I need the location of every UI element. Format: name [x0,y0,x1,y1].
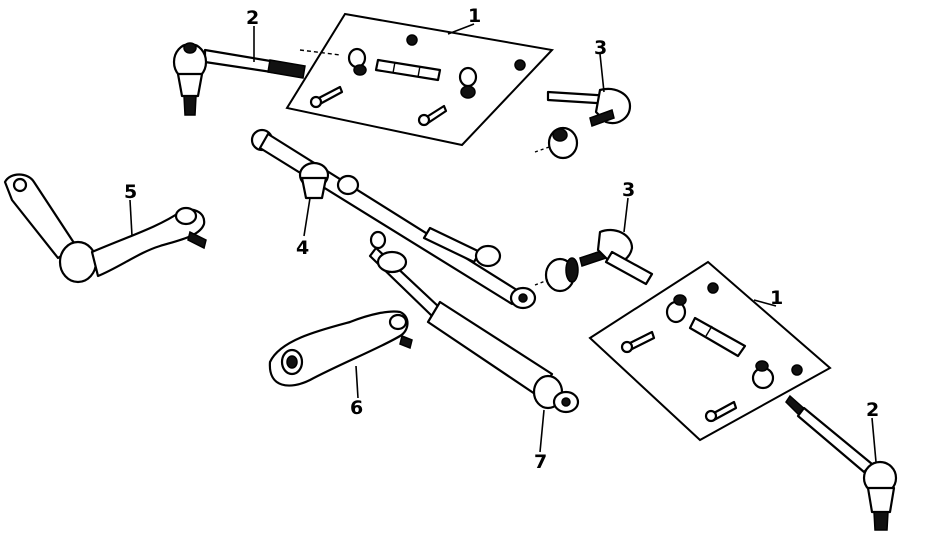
callout-2-top: 2 [246,7,259,29]
bolt-icon [309,85,344,109]
callout-labels: 1 2 3 3 4 5 6 7 1 2 [124,5,879,473]
bolt-icon [620,330,656,354]
bolt-icon [704,400,738,423]
callout-4: 4 [296,237,309,259]
idler-arm [3,173,207,284]
callout-3-top: 3 [594,37,607,59]
grommet-icon [544,257,579,293]
center-link [250,128,537,310]
bolt-icon [406,34,418,46]
hardware-kit-panel-top [285,12,555,147]
grommet-icon [547,126,579,160]
callout-5: 5 [124,181,137,203]
callout-2-bottom: 2 [866,399,879,421]
tie-rod-end-bottom-right [785,394,898,531]
callout-6: 6 [350,397,363,419]
callout-7: 7 [534,451,547,473]
castle-nut-icon [665,294,687,324]
steering-damper [368,230,580,414]
adjuster-sleeve-icon [688,316,747,358]
nut-icon [791,364,803,376]
hardware-kit-panel-bottom [588,260,832,442]
callout-1-bottom: 1 [770,287,783,309]
tie-rod-end-middle [534,228,654,293]
callout-1-top: 1 [468,5,481,27]
castle-nut-icon [751,360,775,390]
castle-nut-icon [347,47,367,76]
leader-lines [129,23,877,463]
castle-nut-icon [458,66,478,99]
nut-icon [514,59,526,71]
tie-rod-end-top-right [534,87,632,160]
adjuster-sleeve-icon [374,58,442,82]
bolt-icon [417,104,448,127]
tie-rod-end-top-left [172,42,341,116]
nut-icon [707,282,719,294]
pitman-arm [268,310,413,387]
callout-3-middle: 3 [622,179,635,201]
